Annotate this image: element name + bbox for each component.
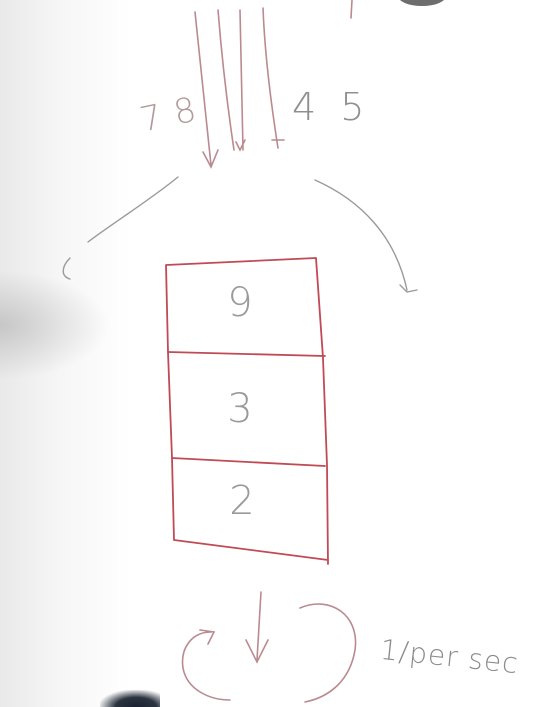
incoming-line-1 bbox=[194, 11, 212, 166]
stack-item-bottom: 2 bbox=[229, 478, 255, 524]
branch-left-head bbox=[62, 257, 71, 280]
stack-item-top: 9 bbox=[227, 280, 253, 326]
dark-object-top bbox=[398, 0, 446, 6]
branch-left-arrow bbox=[87, 176, 179, 243]
board-shadow bbox=[0, 270, 110, 380]
branch-right-head bbox=[399, 284, 418, 293]
incoming-line-2 bbox=[217, 9, 235, 151]
incoming-arrowhead bbox=[202, 149, 219, 169]
branch-right-arrow bbox=[314, 179, 408, 291]
stack-divider-2 bbox=[171, 457, 326, 467]
incoming-line-4 bbox=[262, 7, 279, 149]
loop-right bbox=[299, 603, 357, 703]
output-arrowhead bbox=[245, 639, 269, 664]
stack-item-middle: 3 bbox=[227, 386, 253, 432]
loop-left-head bbox=[199, 629, 216, 645]
incoming-numbers-right: 4 5 bbox=[292, 85, 371, 129]
output-arrow bbox=[256, 591, 262, 661]
loop-left bbox=[181, 631, 231, 701]
incoming-line-3 bbox=[239, 9, 244, 151]
stack-divider-1 bbox=[167, 351, 326, 357]
dark-object-bottom bbox=[100, 690, 160, 707]
small-tick-1 bbox=[235, 139, 246, 152]
incoming-line-5 bbox=[350, 0, 353, 19]
